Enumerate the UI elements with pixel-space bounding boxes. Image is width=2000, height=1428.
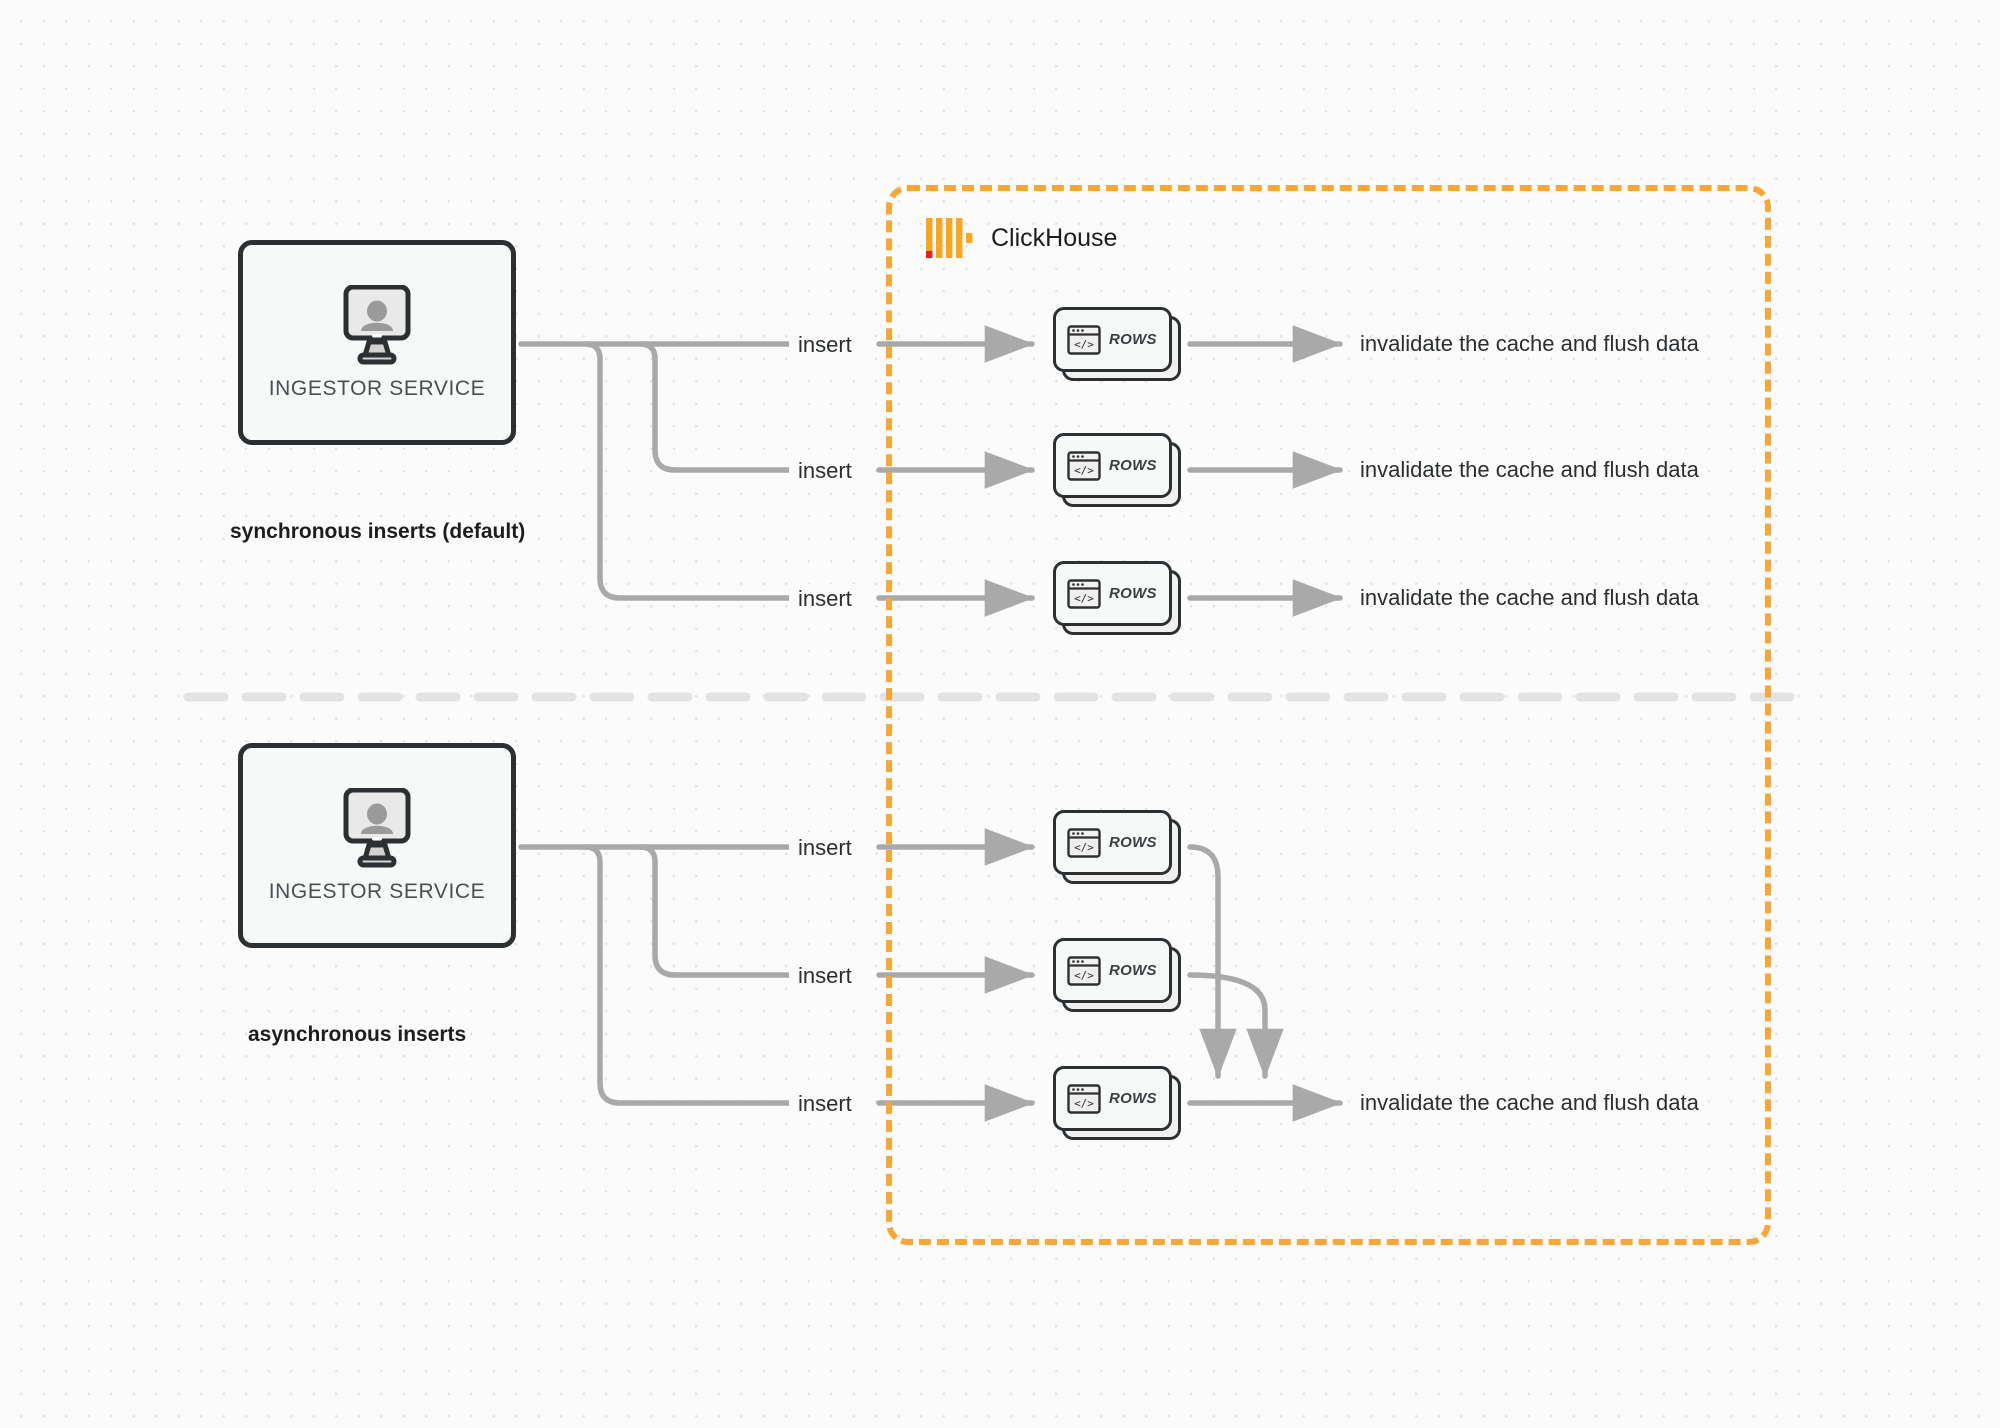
insert-label-sync-2: insert [789, 456, 861, 486]
ingestor-service-sync-label: INGESTOR SERVICE [268, 376, 486, 400]
monitor-user-icon [334, 787, 420, 868]
rows-card-async-1[interactable]: </> ROWS [1053, 810, 1181, 884]
monitor-user-icon [334, 284, 420, 365]
clickhouse-brand: ClickHouse [925, 218, 1117, 258]
insert-label-sync-3: insert [789, 584, 861, 614]
rows-card-sync-2[interactable]: </> ROWS [1053, 433, 1181, 507]
result-label-async-merged: invalidate the cache and flush data [1360, 1090, 1699, 1115]
ingestor-service-async-label: INGESTOR SERVICE [268, 879, 486, 903]
async-merge-arrow-2 [1187, 972, 1284, 1079]
result-label-sync-3: invalidate the cache and flush data [1360, 585, 1699, 610]
code-window-icon: </> [1067, 450, 1101, 481]
sync-branch-middle [637, 341, 798, 473]
rows-card-label: ROWS [1109, 834, 1157, 851]
result-label-sync-1: invalidate the cache and flush data [1360, 331, 1699, 356]
svg-text:</>: </> [1074, 841, 1094, 854]
sync-branch-bottom [582, 341, 798, 601]
code-window-icon: </> [1067, 827, 1101, 858]
rows-card-async-3[interactable]: </> ROWS [1053, 1066, 1181, 1140]
rows-card-label: ROWS [1109, 962, 1157, 979]
caption-synchronous: synchronous inserts (default) [230, 520, 526, 543]
clickhouse-brand-label: ClickHouse [991, 223, 1118, 252]
rows-card-label: ROWS [1109, 457, 1157, 474]
rows-card-async-2[interactable]: </> ROWS [1053, 938, 1181, 1012]
ingestor-service-sync[interactable]: INGESTOR SERVICE [238, 240, 516, 445]
rows-card-label: ROWS [1109, 585, 1157, 602]
code-window-icon: </> [1067, 324, 1101, 355]
svg-text:</>: </> [1074, 1097, 1094, 1110]
code-window-icon: </> [1067, 955, 1101, 986]
rows-card-label: ROWS [1109, 1090, 1157, 1107]
clickhouse-logo-icon [925, 218, 973, 258]
async-merge-arrow-1 [1187, 844, 1237, 1079]
svg-text:</>: </> [1074, 969, 1094, 982]
rows-card-label: ROWS [1109, 331, 1157, 348]
insert-label-async-2: insert [789, 961, 861, 991]
result-label-sync-2: invalidate the cache and flush data [1360, 457, 1699, 482]
svg-text:</>: </> [1074, 338, 1094, 351]
rows-card-sync-1[interactable]: </> ROWS [1053, 307, 1181, 381]
insert-label-async-1: insert [789, 833, 861, 863]
rows-card-sync-3[interactable]: </> ROWS [1053, 561, 1181, 635]
svg-text:</>: </> [1074, 592, 1094, 605]
code-window-icon: </> [1067, 578, 1101, 609]
ingestor-service-async[interactable]: INGESTOR SERVICE [238, 743, 516, 948]
async-branch-middle [637, 844, 798, 978]
async-branch-bottom [582, 844, 798, 1106]
insert-label-sync-1: insert [789, 330, 861, 360]
svg-text:</>: </> [1074, 464, 1094, 477]
caption-asynchronous: asynchronous inserts [248, 1023, 467, 1046]
code-window-icon: </> [1067, 1083, 1101, 1114]
insert-label-async-3: insert [789, 1089, 861, 1119]
